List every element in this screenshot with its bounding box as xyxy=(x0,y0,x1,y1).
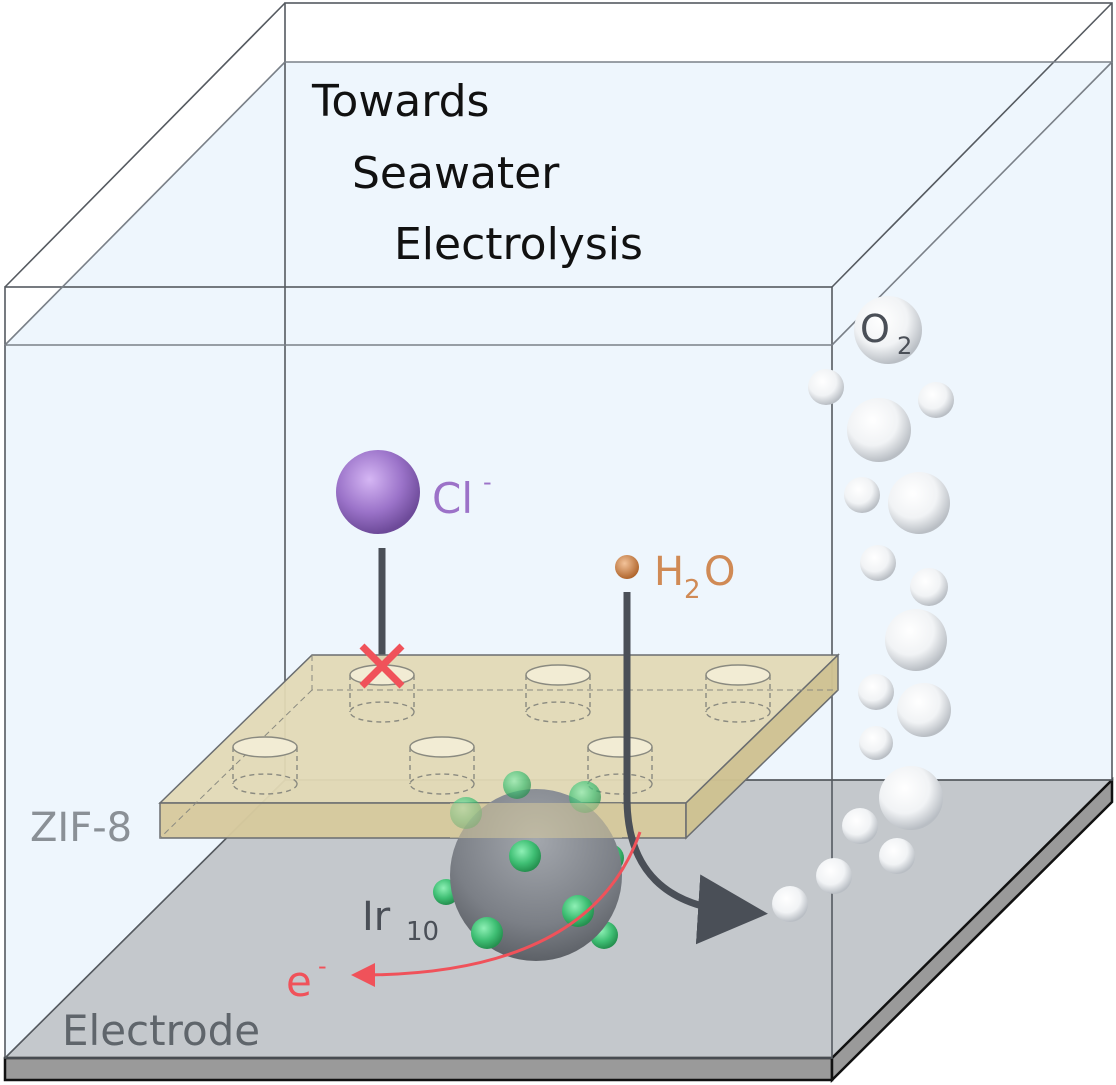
zif8-membrane xyxy=(158,653,840,840)
membrane-pores xyxy=(232,664,771,795)
tank-outline xyxy=(4,2,1113,1059)
pore xyxy=(409,736,475,795)
electron-flow-arrow xyxy=(351,831,642,987)
diagram-title: Towards Seawater Electrolysis xyxy=(311,76,643,270)
bubble xyxy=(847,398,911,462)
oxygen-label-symbol: O xyxy=(860,307,890,351)
bubble xyxy=(844,477,880,513)
chloride-sphere xyxy=(336,450,420,534)
oxygen-label: O 2 xyxy=(860,307,912,360)
oxygen-bubbles xyxy=(772,296,954,922)
water-label-o: O xyxy=(704,549,735,595)
bubble xyxy=(859,726,893,760)
electrode-label: Electrode xyxy=(62,1006,260,1055)
water-label-h: H xyxy=(654,549,684,595)
water-label-subscript: 2 xyxy=(684,575,701,605)
pore xyxy=(705,664,771,723)
cluster-dot xyxy=(503,771,531,799)
bubble xyxy=(879,838,915,874)
title-line-3: Electrolysis xyxy=(394,219,643,270)
bubble xyxy=(842,808,878,844)
oxygen-label-subscript: 2 xyxy=(897,332,912,360)
bubble xyxy=(885,609,947,671)
bubble xyxy=(888,472,950,534)
water-molecule: H 2 O xyxy=(615,549,735,605)
blocked-x-icon xyxy=(359,643,405,689)
zif8-label: ZIF-8 xyxy=(30,805,132,851)
cluster-label-subscript: 10 xyxy=(406,917,439,947)
chloride-charge: - xyxy=(483,468,492,496)
bubble xyxy=(860,545,896,581)
bubble xyxy=(910,568,948,606)
bubble xyxy=(808,369,844,405)
oxygen-bubble-large xyxy=(854,296,922,364)
bubble xyxy=(816,858,852,894)
pore xyxy=(232,736,298,795)
cluster-dot xyxy=(509,840,541,872)
water-sphere xyxy=(615,555,639,579)
chloride-ion: Cl - xyxy=(336,450,492,660)
bubble xyxy=(858,674,894,710)
cluster-dot xyxy=(562,895,594,927)
water-reaction-arrow xyxy=(623,592,768,945)
cluster-dot xyxy=(471,917,503,949)
title-line-1: Towards xyxy=(311,76,489,127)
cluster-label: Ir xyxy=(362,894,391,940)
chloride-label: Cl xyxy=(432,474,473,523)
bubble xyxy=(772,886,808,922)
title-line-2: Seawater xyxy=(352,148,560,199)
electron-label: e xyxy=(286,957,312,1006)
electron-charge: - xyxy=(318,952,327,980)
pore xyxy=(525,664,591,723)
pore xyxy=(587,736,653,795)
bubble xyxy=(879,766,943,830)
bubble xyxy=(918,382,954,418)
bubble xyxy=(897,683,951,737)
